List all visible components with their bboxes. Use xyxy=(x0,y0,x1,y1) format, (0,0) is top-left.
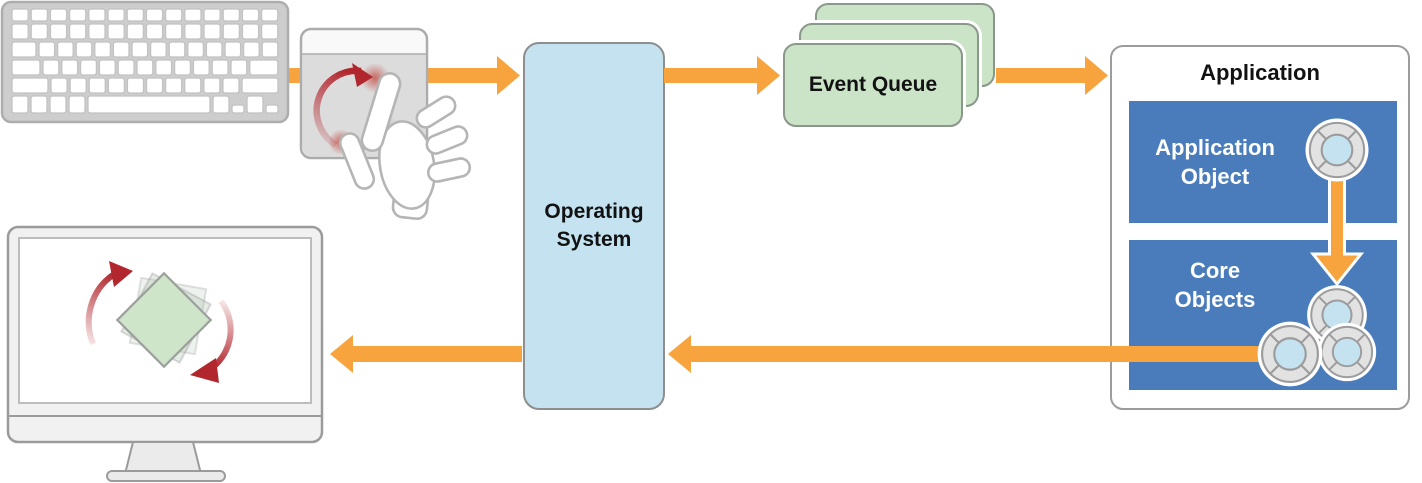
keyboard-key xyxy=(69,77,87,94)
keyboard-key xyxy=(107,8,125,22)
core-objects-box: Core Objects xyxy=(1129,240,1397,390)
keyboard-key xyxy=(145,77,164,94)
event-queue-label: Event Queue xyxy=(808,73,938,97)
keyboard-key xyxy=(242,41,260,58)
keyboard-key xyxy=(241,23,260,40)
desktop-display-icon xyxy=(6,225,324,482)
keyboard-key xyxy=(164,8,183,22)
keyboard-key xyxy=(11,41,37,58)
keyboard-key xyxy=(56,41,74,58)
keyboard-key xyxy=(112,41,130,58)
keyboard-key xyxy=(88,77,106,94)
keyboard-key xyxy=(203,23,221,40)
keyboard-key xyxy=(68,23,87,40)
keyboard-key xyxy=(184,8,202,22)
keyboard-key xyxy=(107,23,125,40)
keyboard-key xyxy=(88,23,106,40)
keyboard-key xyxy=(42,59,60,76)
keyboard-key xyxy=(224,41,242,58)
keyboard-key xyxy=(38,41,56,58)
keyboard-key xyxy=(222,8,241,22)
keyboard-key xyxy=(49,95,67,114)
operating-system-label: Operating System xyxy=(544,200,644,251)
keyboard-key xyxy=(222,77,240,94)
keyboard-key xyxy=(212,95,230,114)
keyboard-key xyxy=(261,41,279,58)
display-stand-neck xyxy=(123,441,203,475)
keyboard-key xyxy=(192,59,210,76)
keyboard-key xyxy=(203,77,221,94)
keyboard-key xyxy=(230,59,248,76)
application-title: Application xyxy=(1200,60,1320,85)
keyboard-key xyxy=(98,59,116,76)
keyboard-key xyxy=(88,8,106,22)
display-stand-base xyxy=(106,470,226,482)
keyboard-key xyxy=(126,23,145,40)
event-queue-card-front: Event Queue xyxy=(783,43,963,127)
keyboard-key xyxy=(11,59,41,76)
keyboard-key xyxy=(136,59,154,76)
keyboard-key xyxy=(11,8,29,22)
keyboard-key xyxy=(149,41,167,58)
application-box: Application Application Object Core Obje… xyxy=(1110,45,1410,410)
application-object-label: Application Object xyxy=(1155,134,1275,189)
keyboard-key xyxy=(30,8,49,22)
keyboard-key xyxy=(164,23,183,40)
keyboard-key xyxy=(75,41,93,58)
rotating-green-square-icon xyxy=(115,271,213,369)
keyboard-key xyxy=(87,95,211,114)
keyboard-key xyxy=(94,41,112,58)
keyboard-key xyxy=(50,77,68,94)
keyboard-key xyxy=(260,23,279,40)
keyboard-key xyxy=(184,23,202,40)
keyboard-key xyxy=(222,23,241,40)
two-finger-rotate-hand-icon xyxy=(338,71,472,220)
keyboard-key xyxy=(173,59,192,76)
keyboard-key xyxy=(126,8,145,22)
index-finger xyxy=(360,71,402,153)
keyboard-icon xyxy=(0,0,290,124)
keyboard-key xyxy=(11,23,29,40)
keyboard-key xyxy=(49,23,68,40)
keyboard-key xyxy=(30,23,49,40)
keyboard-key xyxy=(164,77,183,94)
keyboard-key xyxy=(241,8,260,22)
keyboard-key xyxy=(184,77,202,94)
keyboard-key xyxy=(79,59,98,76)
keyboard-key xyxy=(126,77,145,94)
keyboard-keys xyxy=(11,8,279,114)
keyboard-key xyxy=(131,41,149,58)
keyboard-key xyxy=(205,41,223,58)
operating-system-box: Operating System xyxy=(523,42,665,410)
application-object-box: Application Object xyxy=(1129,101,1397,223)
keyboard-key xyxy=(155,59,173,76)
thumb xyxy=(338,132,376,190)
keyboard-key xyxy=(68,95,86,114)
keyboard-key xyxy=(265,104,279,114)
keyboard-key xyxy=(117,59,135,76)
keyboard-key xyxy=(61,59,79,76)
keyboard-key xyxy=(49,8,68,22)
keyboard-key xyxy=(168,41,186,58)
core-objects-label: Core Objects xyxy=(1174,258,1256,313)
keyboard-key xyxy=(260,8,279,22)
keyboard-key xyxy=(145,23,164,40)
keyboard-key xyxy=(203,8,221,22)
keyboard-key xyxy=(11,77,49,94)
red-rotation-arrows-screen xyxy=(85,261,234,383)
keyboard-key xyxy=(107,77,126,94)
keyboard-key xyxy=(241,77,279,94)
keyboard-key xyxy=(11,95,29,114)
keyboard-key xyxy=(187,41,205,58)
keyboard-key xyxy=(246,95,264,114)
keyboard-key xyxy=(211,59,229,76)
keyboard-key xyxy=(30,95,48,114)
keyboard-key xyxy=(145,8,164,22)
keyboard-key xyxy=(68,8,87,22)
keyboard-key xyxy=(249,59,279,76)
keyboard-key xyxy=(231,104,245,114)
